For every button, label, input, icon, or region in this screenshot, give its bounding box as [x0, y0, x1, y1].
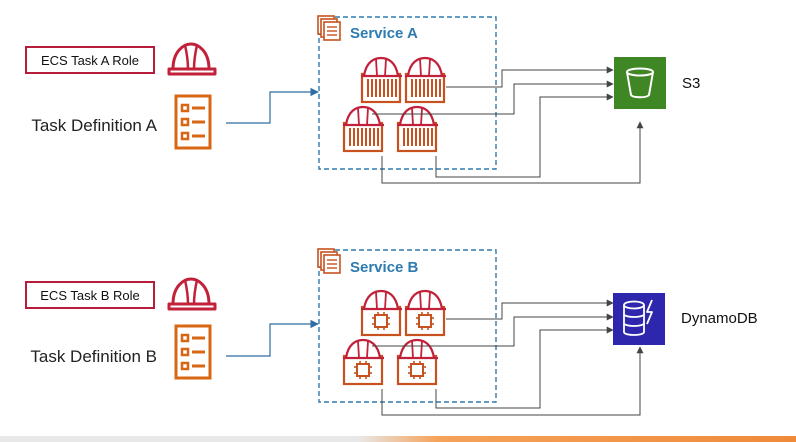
service-icon — [317, 15, 341, 41]
task-definition-label: Task Definition B — [30, 347, 157, 366]
role-label-box: ECS Task B Role — [25, 281, 155, 309]
task-definition-icon — [174, 324, 212, 380]
task-definition-to-service-arrow — [226, 319, 319, 357]
role-label: ECS Task B Role — [40, 288, 139, 303]
task-definition-icon — [174, 94, 212, 150]
task-chip-icon — [359, 289, 404, 337]
target-label: S3 — [682, 75, 700, 92]
task-to-s3-connections — [372, 66, 644, 184]
task-definition-to-service-arrow — [226, 87, 319, 124]
group-a: ECS Task A Role Task Definition A Servic… — [25, 15, 700, 184]
role-label-box: ECS Task A Role — [25, 46, 155, 74]
slide-footer-bar — [0, 436, 796, 442]
task-chip-icon — [403, 289, 448, 337]
service-title: Service B — [350, 259, 419, 276]
iam-role-hardhat-icon — [167, 277, 217, 311]
task-container-icon — [403, 56, 448, 104]
task-container-icon — [359, 56, 404, 104]
target-label: DynamoDB — [681, 310, 758, 327]
s3-bucket-icon — [614, 57, 666, 109]
task-chip-icon — [341, 338, 386, 386]
iam-role-hardhat-icon — [167, 42, 217, 76]
role-label: ECS Task A Role — [41, 53, 139, 68]
service-boundary — [318, 16, 497, 170]
task-definition-label: Task Definition A — [31, 116, 157, 135]
group-b: ECS Task B Role Task Definition B Servic… — [25, 248, 758, 416]
dynamodb-icon — [613, 293, 665, 345]
service-title: Service A — [350, 25, 418, 42]
task-chip-icon — [395, 338, 440, 386]
service-boundary — [318, 249, 497, 403]
service-icon — [317, 248, 341, 274]
task-to-dynamodb-connections — [372, 299, 644, 416]
